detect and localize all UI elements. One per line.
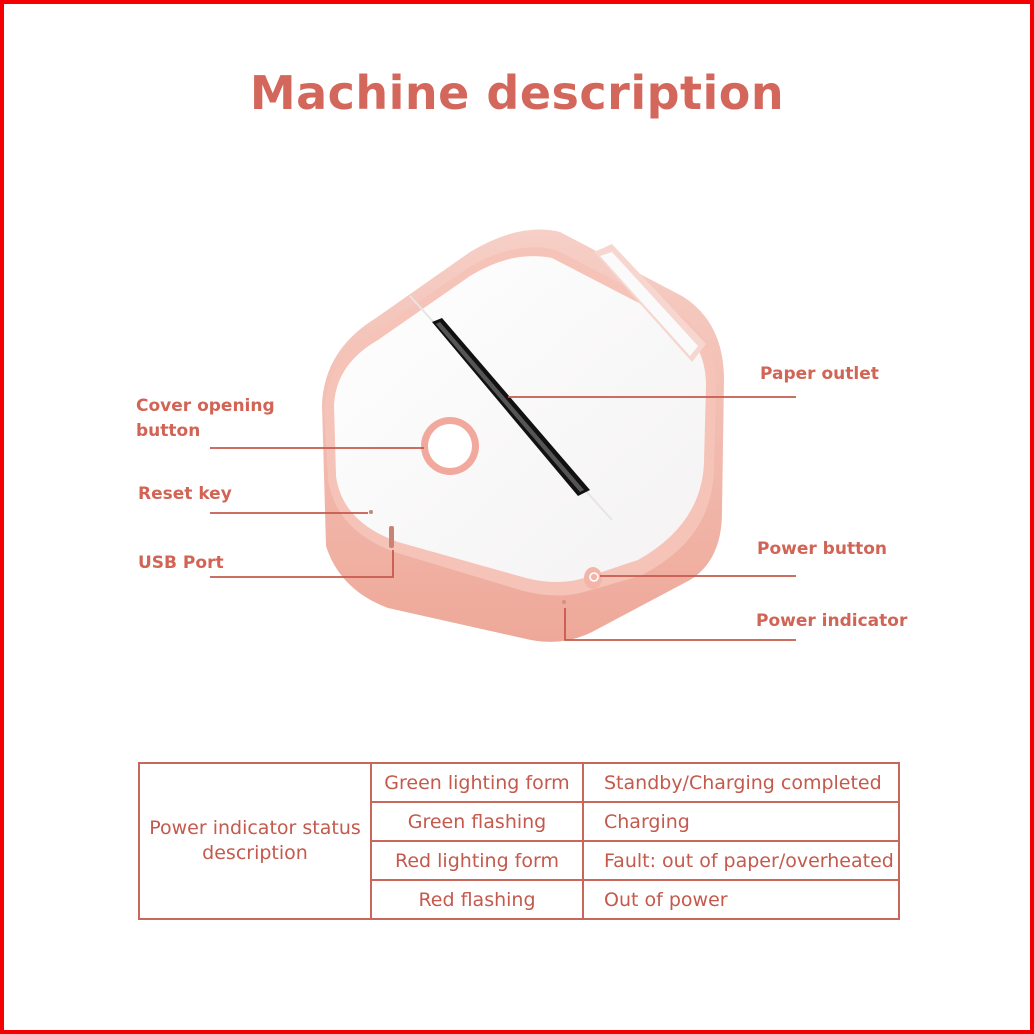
power-button-graphic — [584, 567, 602, 589]
status-meaning-cell: Standby/Charging completed — [582, 762, 900, 803]
label-power-indicator: Power indicator — [756, 611, 908, 631]
label-paper-outlet: Paper outlet — [760, 364, 879, 384]
power-indicator-graphic — [562, 600, 566, 604]
status-meaning-cell: Charging — [582, 801, 900, 842]
status-state-cell: Red flashing — [370, 879, 584, 920]
table-row: Red flashing Out of power — [139, 879, 900, 920]
label-reset-key: Reset key — [138, 484, 232, 504]
label-usb-port: USB Port — [138, 553, 224, 573]
paper-roll-tab — [594, 244, 706, 362]
status-state-cell: Green lighting form — [370, 762, 584, 803]
usb-port-graphic — [389, 526, 394, 548]
label-power-button: Power button — [757, 539, 887, 559]
label-cover-opening-button: Cover opening button — [136, 394, 275, 444]
table-header-line1: Power indicator status — [149, 817, 361, 839]
leader-lines — [210, 396, 796, 641]
reset-key-graphic — [369, 510, 373, 514]
paper-outlet-slot — [432, 318, 590, 496]
status-meaning-cell: Fault: out of paper/overheated — [582, 840, 900, 881]
label-cover-opening-line1: Cover opening — [136, 396, 275, 416]
status-state-cell: Red lighting form — [370, 840, 584, 881]
label-cover-opening-line2: button — [136, 421, 201, 441]
table-header-line2: description — [202, 842, 308, 864]
cover-opening-button-graphic — [421, 417, 479, 475]
table-header-cell: Power indicator status description — [138, 762, 372, 920]
leader-line-power-indicator — [564, 608, 796, 641]
status-meaning-cell: Out of power — [582, 879, 900, 920]
power-indicator-status-table: Power indicator status description Green… — [138, 762, 900, 920]
table-row: Red lighting form Fault: out of paper/ov… — [139, 840, 900, 881]
leader-line-usb-port — [210, 550, 394, 578]
status-state-cell: Green flashing — [370, 801, 584, 842]
table-row: Green flashing Charging — [139, 801, 900, 842]
page-title: Machine description — [249, 66, 785, 120]
table-row: Power indicator status description Green… — [138, 762, 900, 920]
